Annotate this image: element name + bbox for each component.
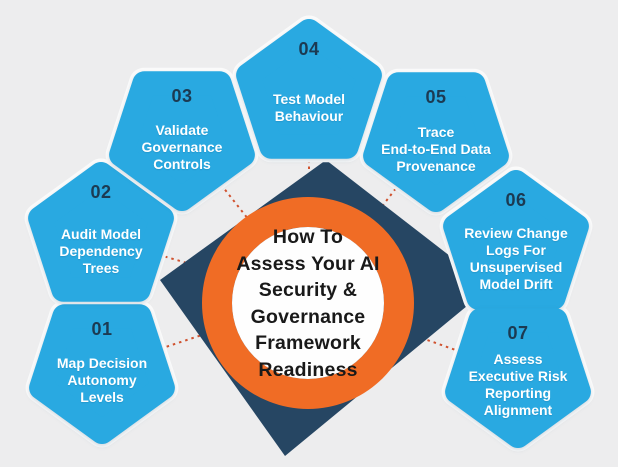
badge-label-04: Test Model Behaviour xyxy=(272,91,346,124)
badge-pentagon-02 xyxy=(28,162,174,302)
badge-label-05: Trace End-to-End Data Provenance xyxy=(381,124,491,174)
badge-pentagon-04 xyxy=(236,19,382,159)
badge-pentagon-07 xyxy=(445,308,591,448)
badge-label-03: Validate Governance Controls xyxy=(141,122,223,172)
badge-pentagon-06 xyxy=(443,170,589,310)
badge-pentagon-05 xyxy=(363,72,509,212)
center-title: How To Assess Your AI Security & Governa… xyxy=(236,226,380,381)
badge-number-03: 03 xyxy=(171,86,193,106)
badge-number-05: 05 xyxy=(425,87,447,107)
orange-ring xyxy=(202,197,414,409)
center-circle xyxy=(232,227,384,379)
badge-label-07: Assess Executive Risk Reporting Alignmen… xyxy=(468,351,568,418)
badge-label-02: Audit Model Dependency Trees xyxy=(59,226,143,276)
badge-pentagon-01 xyxy=(29,304,175,444)
badge-pentagon-03 xyxy=(109,71,255,211)
badge-number-07: 07 xyxy=(507,323,529,343)
badge-label-01: Map Decision Autonomy Levels xyxy=(56,355,148,405)
badge-number-04: 04 xyxy=(298,39,320,59)
badge-number-01: 01 xyxy=(91,319,113,339)
badge-label-06: Review Change Logs For Unsupervised Mode… xyxy=(464,225,568,292)
badge-number-06: 06 xyxy=(505,190,527,210)
badge-number-02: 02 xyxy=(90,182,112,202)
